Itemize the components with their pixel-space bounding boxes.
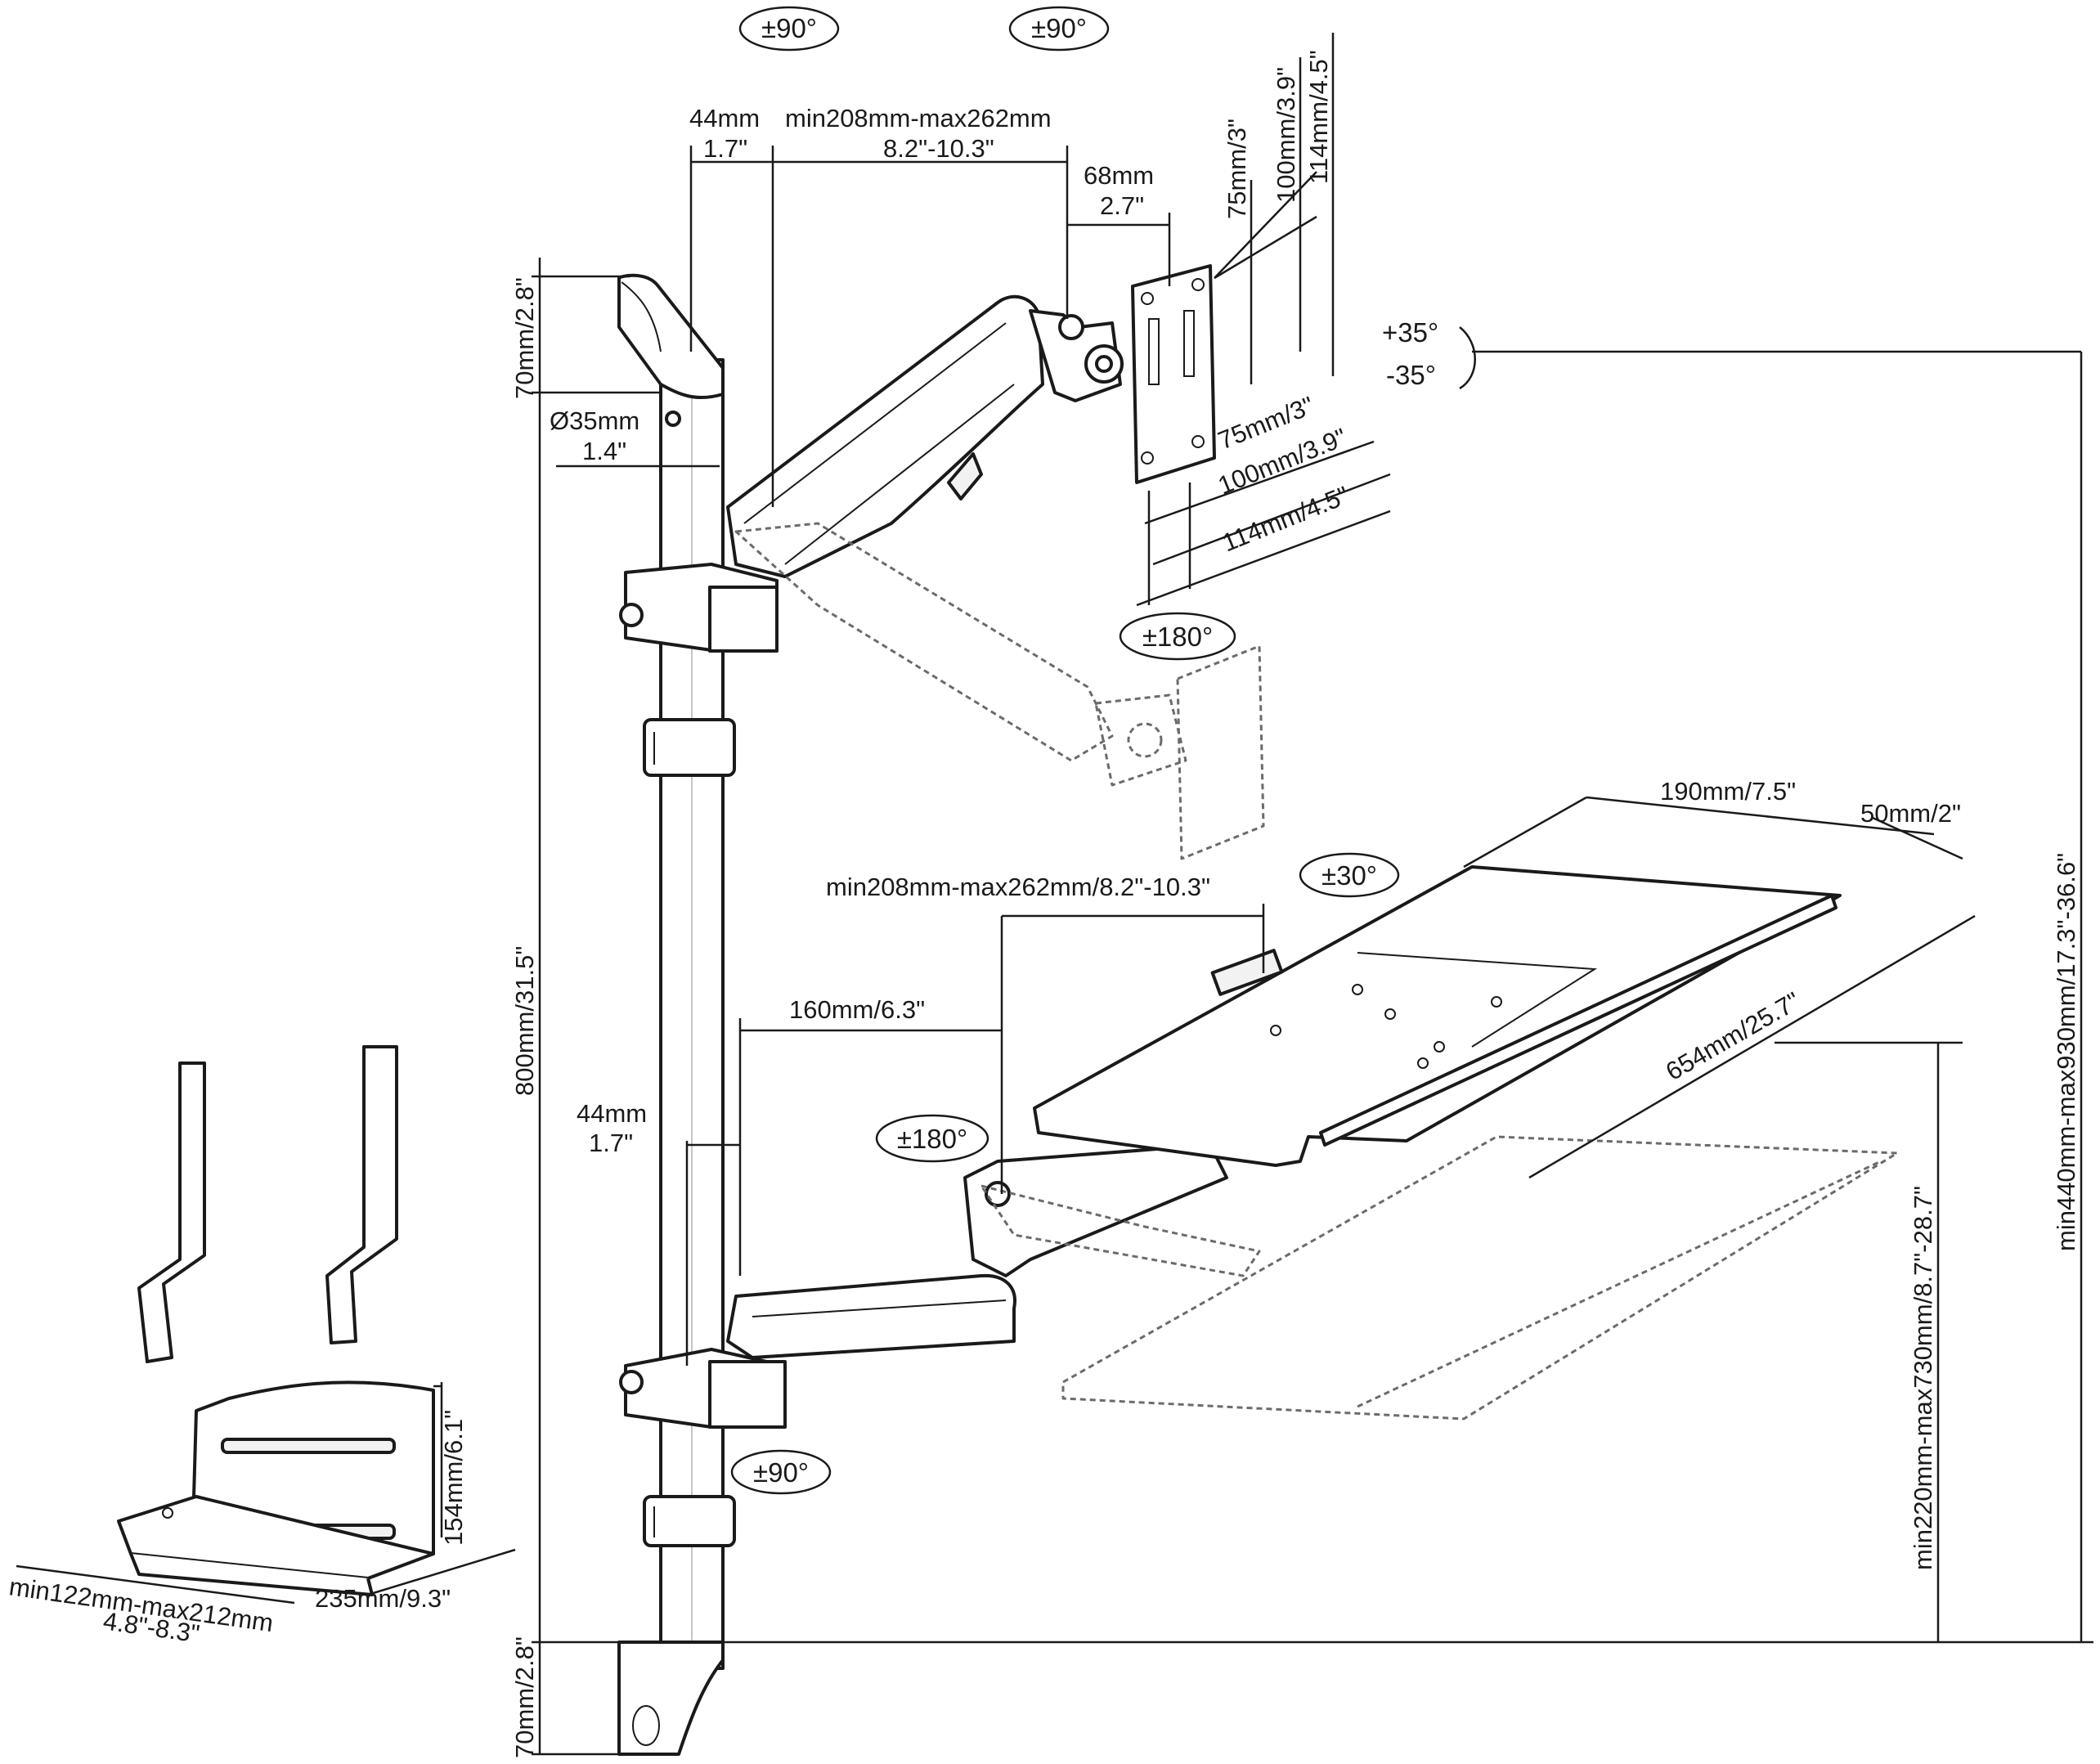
tray-lower-arm — [726, 1273, 1016, 1359]
pole — [659, 358, 725, 1670]
dim-tray-offset: 160mm/6.3" — [789, 995, 925, 1024]
dim-vesa-v100: 100mm/3.9" — [1272, 67, 1300, 203]
dim-pole-dia-mm: Ø35mm — [550, 406, 639, 435]
pole-clamp-upper — [643, 718, 736, 777]
cpu-holder — [117, 1045, 435, 1596]
dim-tray-lip: 50mm/2" — [1860, 799, 1961, 828]
svg-text:±180°: ±180° — [897, 1124, 967, 1154]
svg-text:±180°: ±180° — [1142, 622, 1213, 652]
gas-spring-arm — [726, 294, 1044, 578]
badge-elbow-rotation: ±180° — [875, 1114, 989, 1163]
dim-lower-gap-in: 1.7" — [589, 1129, 633, 1157]
vesa-plate — [1131, 264, 1216, 484]
dim-tray-width: 654mm/25.7" — [1661, 986, 1805, 1086]
dim-cpu-height: 154mm/6.1" — [439, 1410, 468, 1546]
dim-arm-reach-mm: min208mm-max262mm — [785, 104, 1052, 132]
badge-vesa-rotation: ±180° — [1119, 612, 1236, 661]
svg-text:±90°: ±90° — [761, 13, 817, 43]
dim-vesa-v114: 114mm/4.5" — [1304, 50, 1333, 184]
svg-text:±90°: ±90° — [753, 1457, 809, 1488]
dim-tray-height: min220mm-max730mm/8.7"-28.7" — [1909, 1186, 1937, 1570]
svg-text:-35°: -35° — [1386, 360, 1436, 390]
dimension-lines — [16, 33, 2093, 1756]
dim-pole-gap-in: 1.7" — [703, 134, 747, 163]
pole-clamp-lower — [643, 1495, 736, 1547]
dim-pole-dia-in: 1.4" — [582, 437, 626, 465]
dim-cpu-depth: 235mm/9.3" — [315, 1584, 451, 1613]
dim-pole-gap-mm: 44mm — [689, 104, 760, 132]
badge-top-rot-left: ±90° — [738, 6, 840, 52]
badge-lower-rotation: ±90° — [730, 1449, 832, 1495]
dim-tray-depth: 190mm/7.5" — [1660, 777, 1796, 806]
tilt-head — [1029, 309, 1124, 402]
dim-top-clamp: 70mm/2.8" — [510, 277, 539, 399]
badge-top-rot-right: ±90° — [1008, 6, 1110, 52]
svg-text:±30°: ±30° — [1321, 860, 1377, 891]
dim-lower-gap-mm: 44mm — [577, 1099, 647, 1128]
dim-pole-height: 800mm/31.5" — [510, 946, 539, 1096]
tilt-angle-label: +35° -35° — [1382, 317, 1476, 390]
monitor-arm-ghost — [734, 522, 1265, 860]
dim-vesa-v75: 75mm/3" — [1223, 119, 1251, 219]
dim-bottom-clamp: 70mm/2.8" — [510, 1636, 539, 1758]
top-wall-bracket — [617, 273, 725, 427]
dim-tray-arm: min208mm-max262mm/8.2"-10.3" — [826, 873, 1210, 901]
monitor-arm-base — [619, 563, 779, 653]
badge-tray-rotation: ±30° — [1299, 852, 1400, 898]
bottom-wall-bracket — [617, 1641, 725, 1756]
keyboard-tray — [1033, 865, 1842, 1167]
tray-upper-arm — [963, 1143, 1228, 1277]
svg-text:+35°: +35° — [1382, 317, 1438, 348]
dim-monitor-height: min440mm-max930mm/17.3"-36.6" — [2052, 853, 2080, 1251]
keyboard-tray-ghost — [980, 1135, 1899, 1421]
dim-head-mm: 68mm — [1084, 161, 1154, 190]
tray-arm-base — [619, 1348, 787, 1429]
dim-arm-reach-in: 8.2"-10.3" — [883, 134, 994, 163]
dim-head-in: 2.7" — [1100, 191, 1144, 220]
svg-text:±90°: ±90° — [1031, 13, 1087, 43]
